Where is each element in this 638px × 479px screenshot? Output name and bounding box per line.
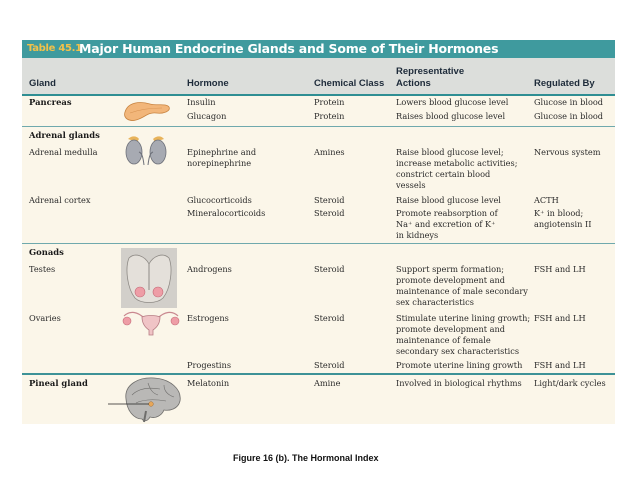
testes-regulated: FSH and LH	[534, 264, 586, 274]
header-regulated-by: Regulated By	[534, 78, 595, 89]
progestins-class: Steroid	[314, 360, 345, 370]
medulla-class: Amines	[314, 147, 345, 157]
pineal-regulated: Light/dark cycles	[534, 378, 606, 388]
header-hormone: Hormone	[187, 78, 229, 89]
cortex-action-line4: in kidneys	[396, 230, 439, 240]
table-title: Major Human Endocrine Glands and Some of…	[79, 41, 499, 56]
testes-action-line1: Support sperm formation;	[396, 264, 505, 274]
figure-caption: Figure 16 (b). The Hormonal Index	[233, 453, 379, 463]
section-adrenal-glands: Adrenal glands	[29, 130, 100, 140]
section-gonads: Gonads	[29, 247, 64, 257]
pancreas-action-1: Lowers blood glucose level	[396, 97, 509, 107]
table-header-row: Gland Hormone Chemical Class Representat…	[22, 58, 615, 96]
testes-action-line4: sex characteristics	[396, 297, 474, 307]
medulla-hormone-line2: norepinephrine	[187, 158, 252, 168]
medulla-action-line2: increase metabolic activities;	[396, 158, 518, 168]
ovaries-action-line2: promote development and	[396, 324, 506, 334]
pancreas-hormone-1: Insulin	[187, 97, 216, 107]
cortex-action-line1: Raise blood glucose level	[396, 195, 501, 205]
header-chemical-class: Chemical Class	[314, 78, 385, 89]
brain-pineal-illustration	[108, 377, 181, 423]
pineal-hormone: Melatonin	[187, 378, 230, 388]
testes-class: Steroid	[314, 264, 345, 274]
ovaries-hormone: Estrogens	[187, 313, 229, 323]
ovaries-uterus-illustration	[122, 311, 180, 336]
medulla-regulated: Nervous system	[534, 147, 601, 157]
gland-pineal: Pineal gland	[29, 378, 88, 388]
row-divider	[22, 126, 615, 127]
testes-hormone: Androgens	[187, 264, 232, 274]
progestins-action: Promote uterine lining growth	[396, 360, 523, 370]
gland-adrenal-medulla: Adrenal medulla	[29, 147, 98, 157]
cortex-regulated-line2: K⁺ in blood;	[534, 208, 584, 218]
table-title-bar: Table 45.1 Major Human Endocrine Glands …	[22, 40, 615, 58]
pancreas-regulated-2: Glucose in blood	[534, 111, 604, 121]
cortex-regulated-line1: ACTH	[534, 195, 559, 205]
cortex-hormone-line2: Mineralocorticoids	[187, 208, 266, 218]
cortex-action-line3: Na⁺ and excretion of K⁺	[396, 219, 496, 229]
medulla-action-line1: Raise blood glucose level;	[396, 147, 504, 157]
testes-action-line2: promote development and	[396, 275, 506, 285]
cortex-action-line2: Promote reabsorption of	[396, 208, 498, 218]
progestins-hormone: Progestins	[187, 360, 232, 370]
gland-testes: Testes	[29, 264, 56, 274]
row-divider-strong	[22, 373, 615, 375]
gland-ovaries: Ovaries	[29, 313, 61, 323]
ovaries-action-line3: maintenance of female	[396, 335, 491, 345]
table-number: Table 45.1	[27, 43, 82, 54]
gland-adrenal-cortex: Adrenal cortex	[29, 195, 91, 205]
row-divider	[22, 243, 615, 244]
ovaries-action-line1: Stimulate uterine lining growth;	[396, 313, 531, 323]
header-actions-line2: Actions	[396, 78, 431, 89]
adrenal-glands-illustration	[125, 136, 167, 166]
pineal-class: Amine	[314, 378, 341, 388]
cortex-regulated-line3: angiotensin II	[534, 219, 592, 229]
endocrine-table: Table 45.1 Major Human Endocrine Glands …	[22, 40, 615, 424]
medulla-action-line3: constrict certain blood	[396, 169, 491, 179]
pancreas-class-1: Protein	[314, 97, 345, 107]
ovaries-class: Steroid	[314, 313, 345, 323]
header-actions-line1: Representative	[396, 66, 465, 77]
cortex-hormone-line1: Glucocorticoids	[187, 195, 252, 205]
ovaries-regulated: FSH and LH	[534, 313, 586, 323]
pancreas-regulated-1: Glucose in blood	[534, 97, 604, 107]
header-gland: Gland	[29, 78, 56, 89]
testes-illustration	[121, 248, 177, 308]
pineal-action: Involved in biological rhythms	[396, 378, 522, 388]
cortex-class-line1: Steroid	[314, 195, 345, 205]
pancreas-illustration	[124, 102, 170, 121]
testes-action-line3: maintenance of male secondary	[396, 286, 528, 296]
progestins-regulated: FSH and LH	[534, 360, 586, 370]
medulla-hormone-line1: Epinephrine and	[187, 147, 257, 157]
cortex-class-line2: Steroid	[314, 208, 345, 218]
pancreas-action-2: Raises blood glucose level	[396, 111, 506, 121]
pancreas-hormone-2: Glucagon	[187, 111, 227, 121]
pancreas-class-2: Protein	[314, 111, 345, 121]
gland-pancreas: Pancreas	[29, 97, 72, 107]
medulla-action-line4: vessels	[396, 180, 426, 190]
ovaries-action-line4: secondary sex characteristics	[396, 346, 520, 356]
